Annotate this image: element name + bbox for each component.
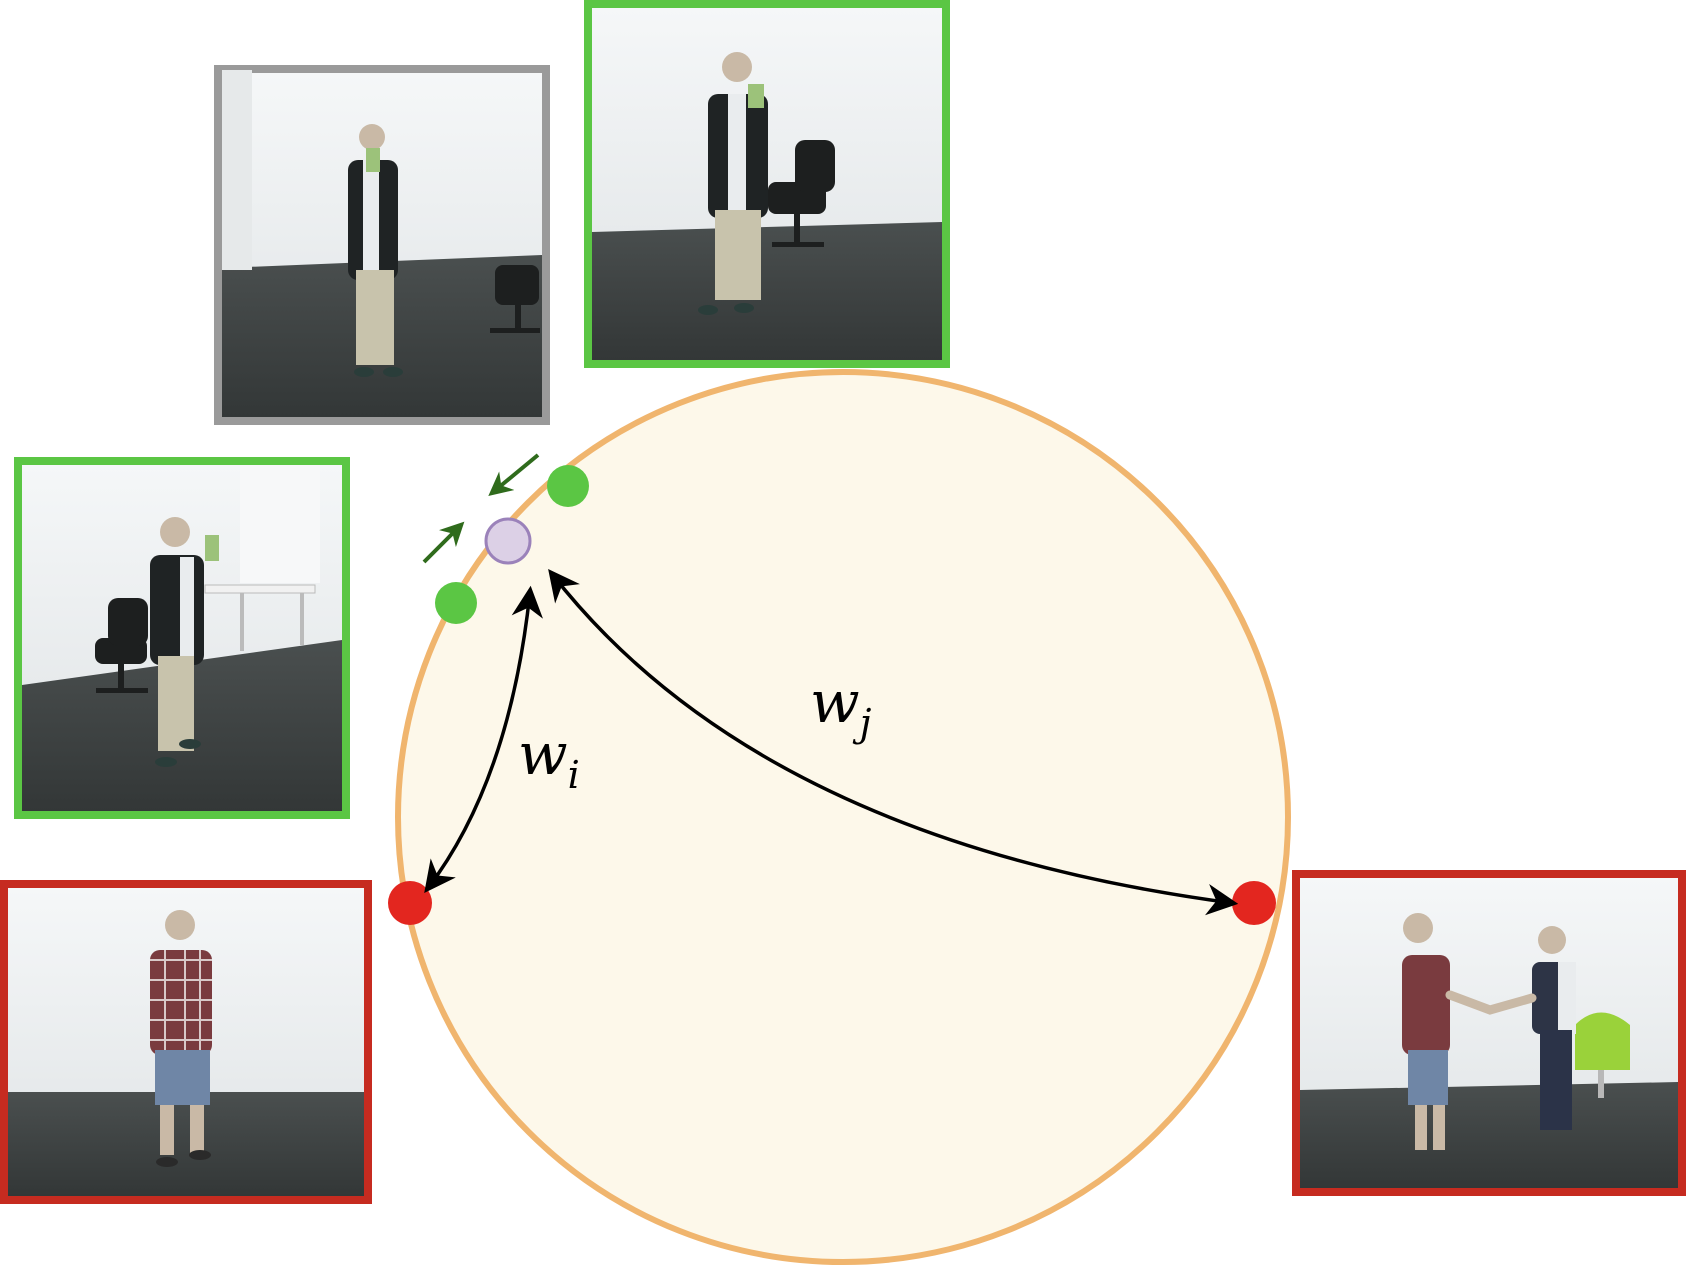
- anchor-embedding-point: [484, 517, 532, 565]
- person-drinking-figure: [150, 517, 219, 767]
- positive-thumbnail-top: [584, 0, 950, 368]
- distance-arrow-wj: [548, 569, 1239, 916]
- anchor-thumbnail: [214, 65, 550, 425]
- positive-embedding-point: [435, 582, 477, 624]
- person-covering-mouth-figure: [150, 910, 212, 1167]
- person-drinking-figure: [348, 124, 403, 377]
- negative-embedding-point: [1232, 881, 1276, 925]
- label-w-i: wi: [518, 720, 580, 797]
- distance-arrow-wi: [424, 585, 543, 894]
- two-people-handshake-figure: [1402, 913, 1576, 1150]
- label-w-j: wj: [810, 668, 872, 745]
- pull-arrow: [422, 521, 465, 564]
- person-drinking-figure: [698, 52, 768, 315]
- negative-embedding-point: [388, 881, 432, 925]
- pull-arrow: [488, 453, 540, 497]
- positive-thumbnail-left: [14, 457, 350, 819]
- negative-thumbnail-left: [0, 880, 372, 1204]
- embedding-sphere: [395, 369, 1291, 1265]
- positive-embedding-point: [547, 465, 589, 507]
- negative-thumbnail-right: [1292, 870, 1686, 1196]
